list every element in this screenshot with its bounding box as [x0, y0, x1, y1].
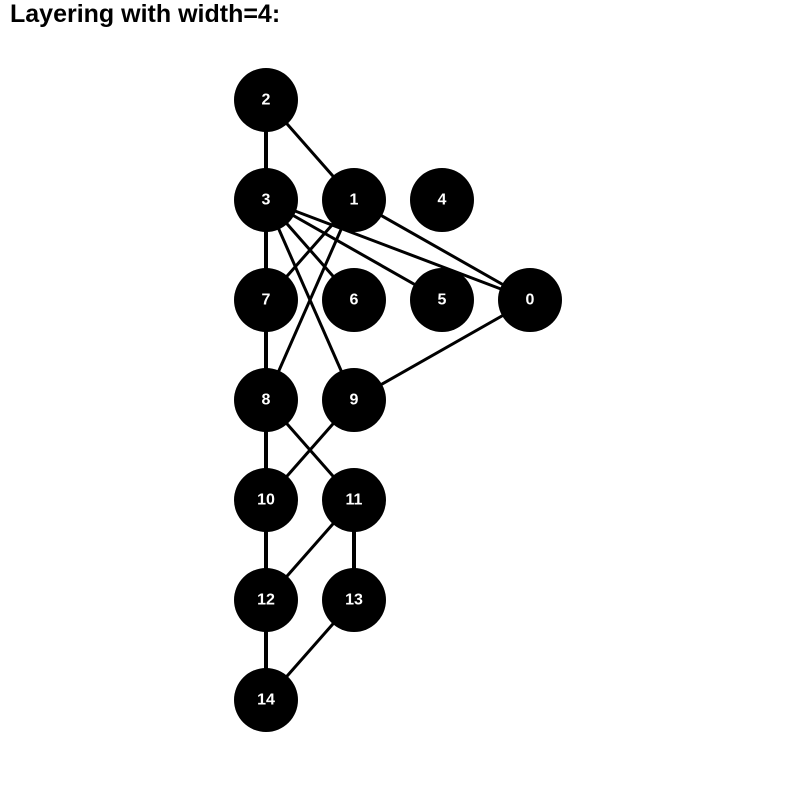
node-circle [234, 68, 298, 132]
node-label: 12 [257, 592, 275, 609]
node-6: 6 [322, 268, 386, 332]
node-circle [322, 168, 386, 232]
node-circle [234, 568, 298, 632]
node-label: 1 [350, 192, 359, 209]
node-14: 14 [234, 668, 298, 732]
edge-3-5 [265, 198, 443, 302]
node-2: 2 [234, 68, 298, 132]
edge-0-9 [353, 298, 531, 402]
node-13: 13 [322, 568, 386, 632]
node-label: 3 [262, 192, 271, 209]
node-label: 5 [438, 292, 447, 309]
node-label: 4 [438, 192, 447, 209]
node-label: 8 [262, 392, 271, 409]
node-10: 10 [234, 468, 298, 532]
node-3: 3 [234, 168, 298, 232]
node-label: 7 [262, 292, 271, 309]
node-12: 12 [234, 568, 298, 632]
node-circle [322, 368, 386, 432]
edges-layer [264, 99, 531, 701]
node-8: 8 [234, 368, 298, 432]
node-circle [234, 468, 298, 532]
node-circle [322, 268, 386, 332]
page-title: Layering with width=4: [10, 0, 281, 28]
edge-3-0 [265, 198, 531, 302]
node-circle [234, 668, 298, 732]
node-circle [322, 468, 386, 532]
node-5: 5 [410, 268, 474, 332]
node-label: 2 [262, 92, 271, 109]
node-circle [322, 568, 386, 632]
node-circle [234, 168, 298, 232]
node-label: 11 [346, 492, 363, 509]
edge-1-0 [353, 198, 531, 302]
node-9: 9 [322, 368, 386, 432]
edge-1-8 [264, 199, 356, 401]
node-circle [498, 268, 562, 332]
node-1: 1 [322, 168, 386, 232]
node-label: 6 [350, 292, 359, 309]
node-label: 0 [526, 292, 535, 309]
node-circle [234, 368, 298, 432]
node-circle [234, 268, 298, 332]
node-7: 7 [234, 268, 298, 332]
node-label: 10 [257, 492, 275, 509]
node-4: 4 [410, 168, 474, 232]
node-label: 13 [345, 592, 363, 609]
node-label: 9 [350, 392, 359, 409]
node-circle [410, 168, 474, 232]
node-circle [410, 268, 474, 332]
node-0: 0 [498, 268, 562, 332]
node-11: 11 [322, 468, 386, 532]
node-label: 14 [257, 692, 275, 709]
